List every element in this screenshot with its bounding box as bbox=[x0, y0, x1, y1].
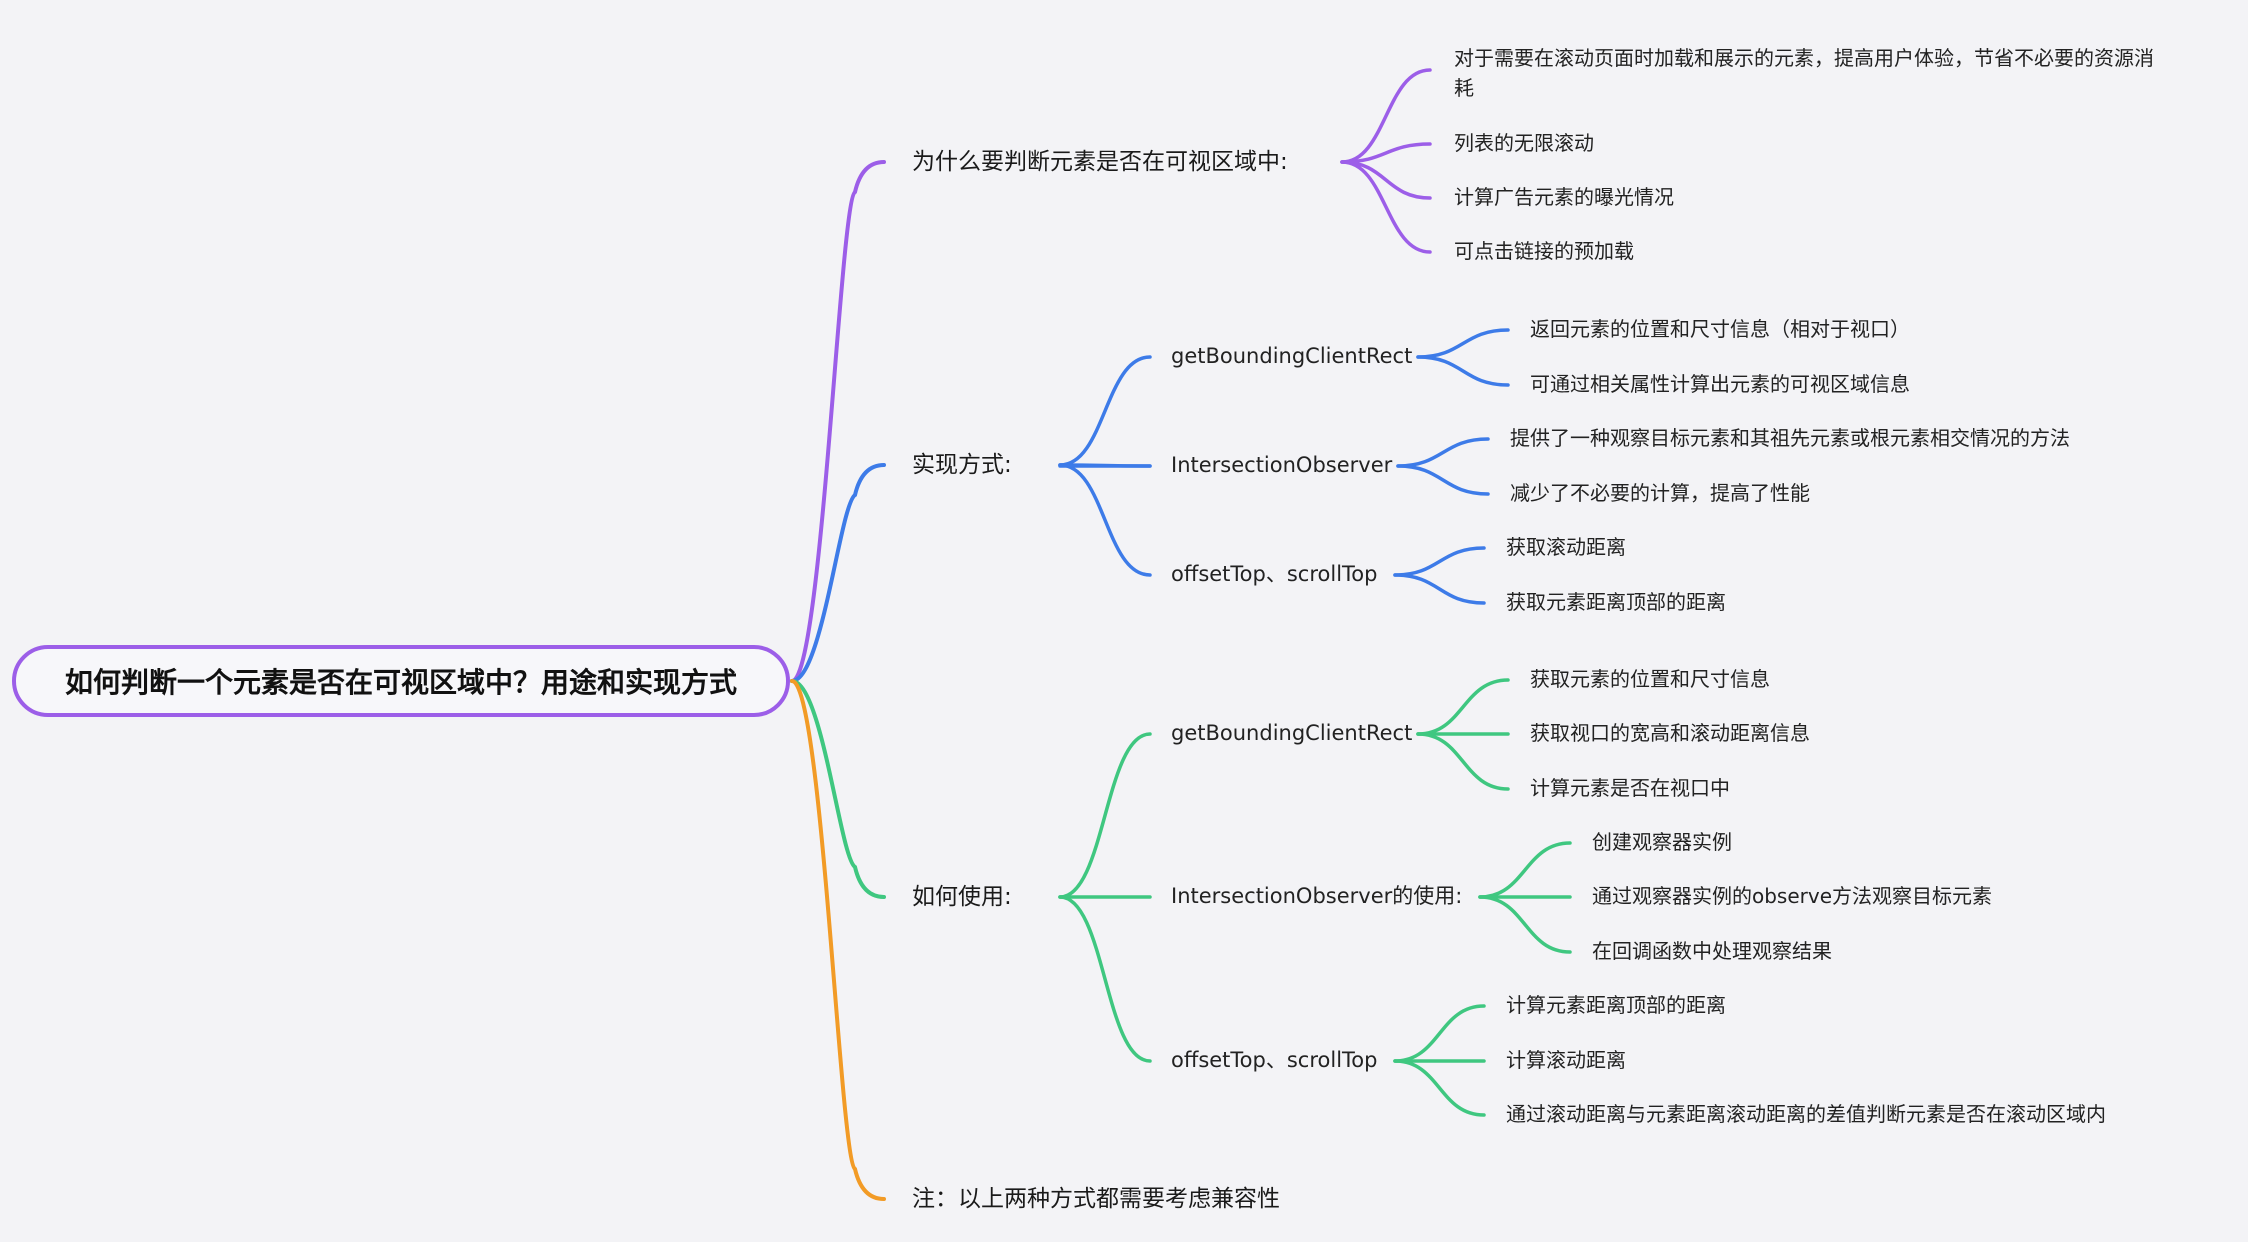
branch-usage-label[interactable]: 如何使用: bbox=[912, 884, 1012, 910]
connector-impl-sub-1 bbox=[1058, 355, 1152, 467]
connector-why-leaf-3 bbox=[1340, 160, 1432, 200]
usage-io-leaf-2[interactable]: 通过观察器实例的observe方法观察目标元素 bbox=[1592, 884, 1993, 908]
connector-root-usage bbox=[790, 679, 886, 899]
connector-usage-leaf-3-1 bbox=[1393, 1004, 1486, 1063]
leaf-why-4[interactable]: 可点击链接的预加载 bbox=[1454, 239, 1634, 263]
impl-offset-leaf-1[interactable]: 获取滚动距离 bbox=[1506, 535, 1626, 559]
usage-getboundingclientrect[interactable]: getBoundingClientRect bbox=[1171, 721, 1413, 745]
branch-impl-label[interactable]: 实现方式: bbox=[912, 452, 1012, 478]
root-topic[interactable]: 如何判断一个元素是否在可视区域中？用途和实现方式 bbox=[12, 645, 790, 717]
connector-usage-leaf-1-1 bbox=[1416, 678, 1510, 736]
usage-gbcr-leaf-1[interactable]: 获取元素的位置和尺寸信息 bbox=[1530, 667, 1770, 691]
usage-io-leaf-3[interactable]: 在回调函数中处理观察结果 bbox=[1592, 939, 1832, 963]
connector-why-leaf-1 bbox=[1340, 68, 1432, 164]
usage-gbcr-leaf-3[interactable]: 计算元素是否在视口中 bbox=[1530, 776, 1730, 800]
impl-intersectionobserver[interactable]: IntersectionObserver bbox=[1171, 453, 1393, 477]
connector-impl-leaf-1-1 bbox=[1416, 328, 1510, 359]
connector-root-why bbox=[790, 160, 886, 683]
usage-gbcr-leaf-2[interactable]: 获取视口的宽高和滚动距离信息 bbox=[1530, 721, 1810, 745]
branch-why-label[interactable]: 为什么要判断元素是否在可视区域中: bbox=[912, 149, 1288, 175]
usage-offset-leaf-3[interactable]: 通过滚动距离与元素距离滚动距离的差值判断元素是否在滚动区域内 bbox=[1506, 1102, 2106, 1126]
impl-gbcr-leaf-2[interactable]: 可通过相关属性计算出元素的可视区域信息 bbox=[1530, 372, 1910, 396]
connector-usage-sub-1 bbox=[1058, 732, 1152, 899]
leaf-why-1-line1[interactable]: 对于需要在滚动页面时加载和展示的元素，提高用户体验，节省不必要的资源消 bbox=[1454, 46, 2154, 70]
connector-impl-leaf-2-1 bbox=[1396, 437, 1490, 468]
impl-offset-leaf-2[interactable]: 获取元素距离顶部的距离 bbox=[1506, 590, 1726, 614]
connector-impl-leaf-3-1 bbox=[1393, 546, 1486, 577]
connector-why-leaf-4 bbox=[1340, 160, 1432, 254]
usage-io-leaf-1[interactable]: 创建观察器实例 bbox=[1592, 830, 1732, 854]
connector-impl-sub-3 bbox=[1058, 463, 1152, 577]
connector-impl-leaf-1-2 bbox=[1416, 355, 1510, 387]
leaf-why-2[interactable]: 列表的无限滚动 bbox=[1454, 131, 1594, 155]
connector-root-note bbox=[790, 679, 886, 1201]
connector-impl-leaf-3-2 bbox=[1393, 573, 1486, 605]
connector-impl-leaf-2-2 bbox=[1396, 464, 1490, 496]
usage-intersectionobserver[interactable]: IntersectionObserver的使用: bbox=[1171, 884, 1463, 908]
leaf-why-1-line2[interactable]: 耗 bbox=[1454, 76, 1474, 100]
impl-io-leaf-1[interactable]: 提供了一种观察目标元素和其祖先元素或根元素相交情况的方法 bbox=[1510, 426, 2070, 450]
connector-usage-leaf-3-3 bbox=[1393, 1059, 1486, 1117]
leaf-why-3[interactable]: 计算广告元素的曝光情况 bbox=[1454, 185, 1674, 209]
impl-getboundingclientrect[interactable]: getBoundingClientRect bbox=[1171, 344, 1413, 368]
usage-offsettop-scrolltop[interactable]: offsetTop、scrollTop bbox=[1171, 1048, 1378, 1072]
usage-offset-leaf-2[interactable]: 计算滚动距离 bbox=[1506, 1048, 1626, 1072]
branch-note-label[interactable]: 注：以上两种方式都需要考虑兼容性 bbox=[912, 1186, 1280, 1212]
connector-usage-leaf-2-1 bbox=[1478, 841, 1572, 899]
connector-usage-sub-3 bbox=[1058, 895, 1152, 1063]
connector-usage-leaf-1-3 bbox=[1416, 732, 1510, 791]
connector-root-impl bbox=[790, 463, 886, 683]
usage-offset-leaf-1[interactable]: 计算元素距离顶部的距离 bbox=[1506, 993, 1726, 1017]
impl-offsettop-scrolltop[interactable]: offsetTop、scrollTop bbox=[1171, 562, 1378, 586]
impl-io-leaf-2[interactable]: 减少了不必要的计算，提高了性能 bbox=[1510, 481, 1810, 505]
connector-usage-leaf-2-3 bbox=[1478, 895, 1572, 954]
impl-gbcr-leaf-1[interactable]: 返回元素的位置和尺寸信息（相对于视口） bbox=[1530, 317, 1910, 341]
root-topic-label: 如何判断一个元素是否在可视区域中？用途和实现方式 bbox=[64, 666, 737, 699]
